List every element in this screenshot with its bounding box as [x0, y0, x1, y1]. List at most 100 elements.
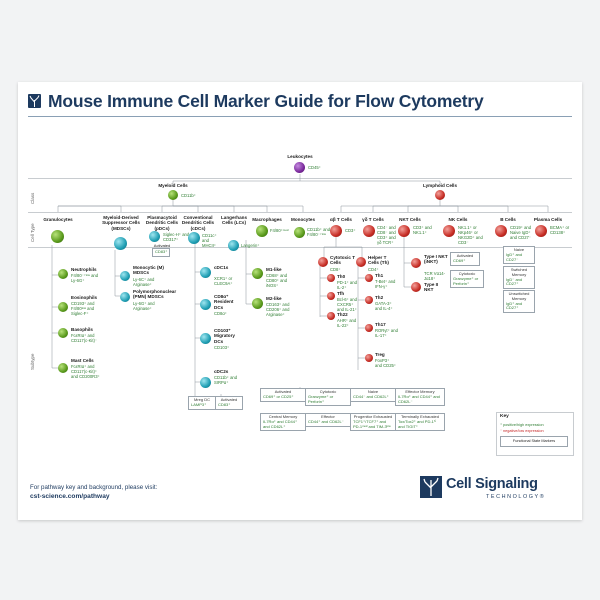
legend-title: Key — [500, 414, 509, 419]
neutrophils-marker: F4/80⁻ᐟˡᵒʷ and Ly-6G⁺ — [71, 273, 99, 283]
myeloid-marker: CD11b⁺ — [181, 193, 196, 198]
basophils-label: Basophils — [71, 327, 93, 332]
type2-nkt-label: Type II NKT — [424, 282, 439, 293]
myeloid-cell-icon — [168, 190, 178, 200]
th1-cell-icon — [365, 274, 373, 282]
brand-tree-icon — [420, 476, 442, 498]
b-unswitched-value: IgD⁺ and CD27⁺ — [506, 300, 523, 311]
m2-marker: CD163⁺ and CD206⁺ and Arginase⁺ — [266, 302, 290, 317]
monocyte-cell-icon — [294, 227, 305, 238]
cytotoxic-t-cell-icon — [318, 257, 328, 267]
mast-cells-label: Mast Cells — [71, 358, 94, 363]
pmn-mdsc-cell-icon — [120, 292, 130, 302]
pmn-mdsc-label: Polymorphonuclear (PMN) MDSCs — [133, 289, 177, 300]
helper-t-label: Helper T Cells (Th) — [368, 255, 389, 266]
cdc2-marker: CD11b⁺ and SIRPα⁺ — [214, 375, 238, 385]
t-cytotoxic-value: Granzyme⁺ or Perforin⁺ — [308, 393, 334, 404]
cdc1-cell-icon — [200, 267, 211, 278]
poster: Mouse Immune Cell Marker Guide for Flow … — [18, 82, 582, 520]
cd103-dc-marker: CD103⁺ — [214, 345, 230, 350]
cd8-dc-cell-icon — [200, 299, 211, 310]
treg-marker: FoxP3⁺ and CD25⁺ — [375, 358, 397, 368]
langerhans-label: Langerhans Cells (LCs) — [220, 215, 248, 226]
ab-t-label: αβ T Cells — [330, 217, 352, 222]
type2-nkt-cell-icon — [411, 282, 421, 292]
m2-label: M2-like — [266, 296, 282, 301]
nk-cytotoxic-head: Cytotoxic — [458, 271, 476, 276]
t-activated-box: Activated CD69⁺ or CD25⁺ — [260, 388, 306, 402]
t-central-memory-box: Central Memory IL7Rα⁺ and CD44⁺ and CD62… — [260, 413, 306, 432]
row-divider — [28, 212, 572, 213]
macrophage-cell-icon — [256, 225, 268, 237]
b-naive-box: Naive IgD⁺ and CD27⁻ — [503, 246, 535, 265]
gd-t-cell-icon — [363, 225, 375, 237]
th2-marker: GATA-3⁺ and IL-4⁺ — [375, 301, 393, 311]
b-unswitched-box: Unswitched Memory IgD⁺ and CD27⁺ — [503, 290, 535, 314]
footer-text: For pathway key and background, please v… — [30, 484, 158, 491]
mdsc-label: Myeloid-Derived Suppressor Cells (MDSCs) — [102, 215, 140, 231]
b-cell-icon — [495, 225, 507, 237]
nk-cytotoxic-value: Granzyme⁺ or Perforin⁺ — [453, 275, 479, 286]
cdc2-cell-icon — [200, 377, 211, 388]
tfh-marker: Bcl-6⁺ and CXCR5⁺ and IL-21⁺ — [337, 297, 357, 312]
nk-activated-value: CD69⁺ — [453, 257, 466, 263]
b-naive-head: Naive — [513, 247, 525, 252]
cdc1-marker: XCR1⁺ or CLEC9A⁺ — [214, 276, 233, 286]
ab-t-cell-icon — [330, 225, 342, 237]
langerhans-marker: Langerin⁺ — [241, 243, 260, 248]
t-naive-head: Naive — [367, 389, 379, 394]
cd8-dc-marker: CD8α⁺ — [214, 311, 228, 316]
nkt-marker: CD3⁺ and NK1.1⁺ — [413, 225, 432, 235]
th17-cell-icon — [365, 324, 373, 332]
m1-label: M1-like — [266, 267, 282, 272]
footer-url-link[interactable]: cst-science.com/pathway — [30, 493, 110, 500]
basophils-marker: FcεRIα⁺ and CD117(c-Kit)⁻ — [71, 333, 98, 343]
eosinophils-marker: CD193⁺ and F4/80ˡᵒʷ and Siglec-F⁺ — [71, 301, 95, 316]
macrophages-label: Macrophages — [252, 217, 282, 222]
t-naive-value: CD44⁻ and CD62L⁺ — [353, 393, 389, 399]
th22-marker: AHR⁺ and IL-22⁺ — [337, 318, 357, 328]
t-effector-memory-head: Effector Memory — [405, 389, 435, 394]
t-terminally-exhausted-value: Tox/Tox2⁺ and PD-1ʰⁱ and TIGIT⁺ — [398, 418, 437, 429]
t-effector-memory-value: IL7Rα⁺ and CD44⁺ and CD62L⁻ — [398, 393, 440, 404]
tree-connectors — [51, 174, 549, 409]
eosinophil-cell-icon — [58, 302, 68, 312]
nk-marker: NK1.1⁺ or NKp46⁺ or NKG2D⁺ and CD3⁻ — [458, 225, 483, 245]
monocyte-marker: CD11b⁺ and F4/80⁻ᐟˡᵒʷ — [307, 227, 331, 237]
legend-positive: ⁺ positive/high expression — [500, 423, 544, 427]
t-naive-box: Naive CD44⁻ and CD62L⁺ — [350, 388, 396, 402]
b-switched-value: IgD⁻ and CD27⁺ — [506, 276, 523, 287]
legend-negative: ⁻ negative/low expression — [500, 429, 544, 433]
mast-cells-marker: FcεRIα⁺ and CD117(c-Kit)⁺ and CD200R3⁺ — [71, 364, 100, 379]
lymphoid-label: Lymphoid Cells — [422, 183, 458, 188]
type1-nkt-marker: TCR Vα14-Jα18⁺ — [424, 271, 446, 281]
th2-cell-icon — [365, 296, 373, 304]
t-progenitor-exhausted-value: TCF1⁺/TCF7⁺ and PD-1ᵐᵉᵈ and TIM-3ˡᵒʷ — [353, 418, 391, 429]
cdc-activated-head: Activated — [220, 397, 238, 402]
legend-box — [496, 412, 574, 456]
cd103-dc-label: CD103⁺ Migratory DCs — [214, 328, 235, 344]
mast-cell-icon — [58, 363, 68, 373]
granulocyte-cell-icon — [51, 230, 64, 243]
legend-functional: Functional State Markers — [500, 436, 568, 447]
helper-t-marker: CD4⁺ — [368, 267, 379, 272]
cytotoxic-t-marker: CD8⁺ — [330, 267, 341, 272]
helper-t-cell-icon — [356, 257, 366, 267]
leukocytes-label: Leukocytes — [287, 154, 313, 159]
tfh-label: Tfh — [337, 291, 345, 296]
basophil-cell-icon — [58, 328, 68, 338]
b-unswitched-head: Unswitched Memory — [508, 291, 530, 301]
gd-t-label: γδ T Cells — [362, 217, 384, 222]
lymphoid-cell-icon — [435, 190, 445, 200]
ab-t-marker: CD3⁺ — [345, 228, 356, 233]
tfh-cell-icon — [327, 292, 335, 300]
nkt-cell-icon — [398, 225, 410, 237]
m2-cell-icon — [252, 298, 263, 309]
mreg-dc-value: LAMP3⁺ — [191, 401, 207, 407]
t-effector-memory-box: Effector Memory IL7Rα⁺ and CD44⁺ and CD6… — [395, 388, 445, 407]
langerhans-cell-icon — [228, 240, 239, 251]
granulocytes-label: Granulocytes — [43, 217, 73, 222]
type1-nkt-label: Type I NKT (iNKT) — [424, 254, 448, 265]
b-naive-value: IgD⁺ and CD27⁻ — [506, 251, 523, 262]
m1-marker: CD68⁺ and CD80⁺ and iNOS⁺ — [266, 273, 288, 288]
